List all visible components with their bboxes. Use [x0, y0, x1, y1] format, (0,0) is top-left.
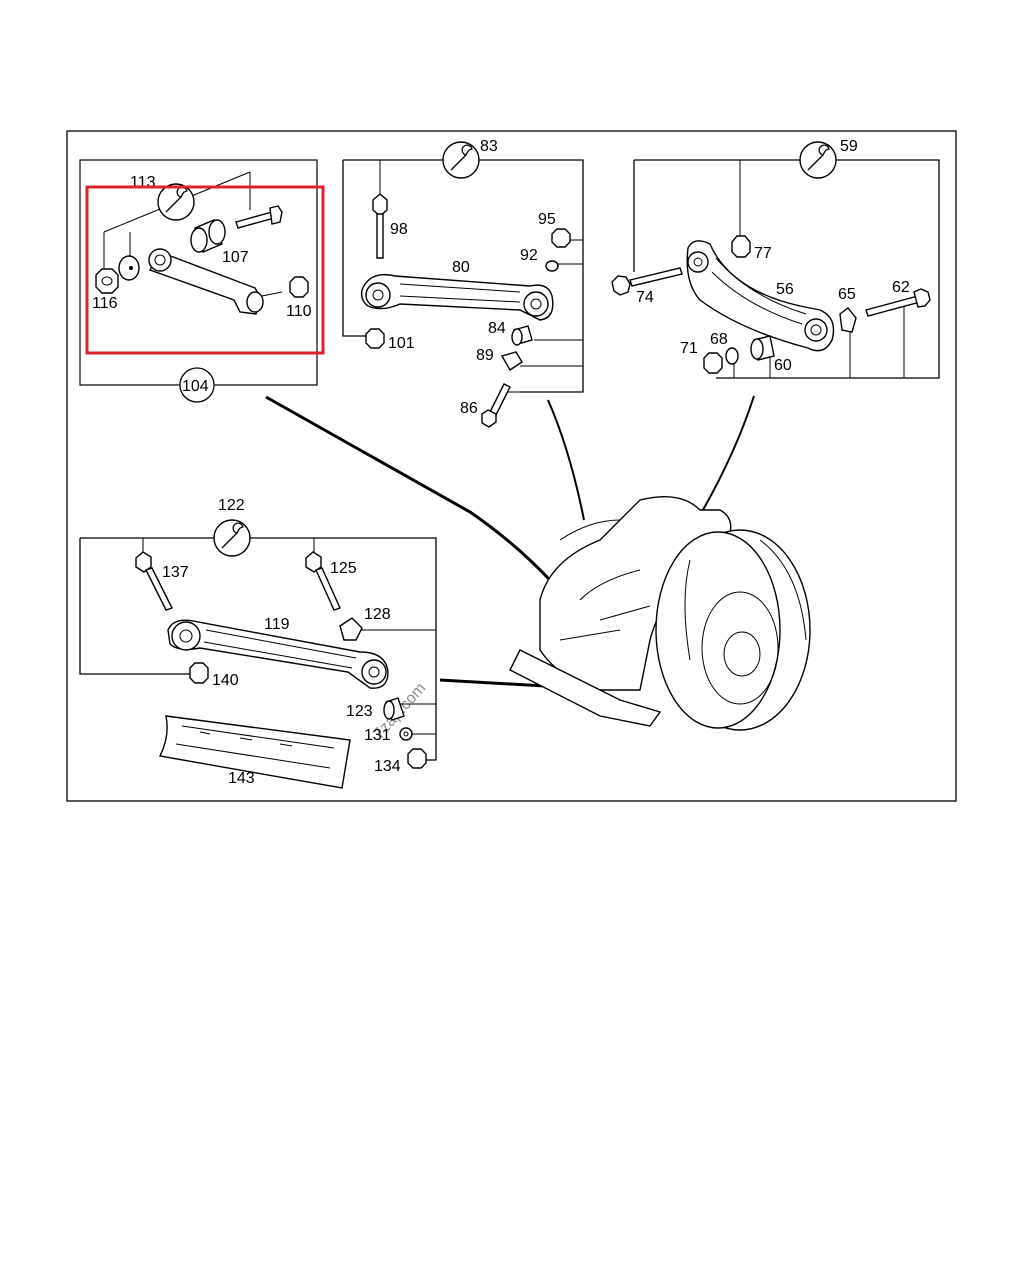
part-89-cam[interactable]	[500, 351, 523, 371]
part-86-bolt[interactable]	[481, 383, 511, 428]
part-107-bushing[interactable]	[190, 219, 226, 253]
part-washer[interactable]	[118, 255, 140, 281]
part-92-washer[interactable]	[545, 260, 559, 272]
part-128-cam[interactable]	[339, 617, 363, 641]
label-128: 128	[364, 606, 391, 623]
label-92: 92	[520, 247, 538, 264]
group-122[interactable]: 122 137 125 128 119 1	[79, 497, 437, 789]
label-62: 62	[892, 279, 910, 296]
label-140: 140	[212, 672, 239, 689]
wrench-icon	[799, 141, 837, 179]
part-80-arm[interactable]	[360, 273, 554, 321]
label-86: 86	[460, 400, 478, 417]
group-59[interactable]: 59 77 74 56 65 62	[611, 138, 940, 379]
part-60-bushing[interactable]	[750, 335, 775, 361]
part-68-washer[interactable]	[725, 347, 739, 365]
part-74-bolt[interactable]	[611, 267, 683, 296]
part-137-bolt[interactable]	[135, 551, 173, 611]
part-arm-104[interactable]	[148, 248, 283, 315]
group-104[interactable]: 113 107 116 110 104	[79, 159, 318, 403]
label-119: 119	[264, 616, 290, 633]
label-74: 74	[636, 289, 654, 306]
label-137: 137	[162, 564, 189, 581]
part-56-arm[interactable]	[686, 240, 835, 352]
part-110-nut[interactable]	[289, 276, 309, 298]
label-110: 110	[286, 303, 312, 320]
label-68: 68	[710, 331, 728, 348]
part-116-nut[interactable]	[95, 268, 119, 294]
wrench-icon	[157, 183, 195, 221]
part-123-bushing[interactable]	[383, 697, 405, 721]
part-101-nut[interactable]	[365, 328, 385, 349]
label-125: 125	[330, 560, 357, 577]
part-bolt-104[interactable]	[235, 205, 283, 229]
wrench-icon	[213, 519, 251, 557]
label-101: 101	[388, 335, 415, 352]
label-83: 83	[480, 138, 498, 155]
part-125-bolt[interactable]	[305, 551, 341, 611]
axle-assembly	[265, 395, 811, 731]
part-71-nut[interactable]	[703, 352, 723, 374]
label-84: 84	[488, 320, 506, 337]
part-84-bushing[interactable]	[511, 325, 533, 346]
label-98: 98	[390, 221, 408, 238]
label-56: 56	[776, 281, 794, 298]
label-134: 134	[374, 758, 401, 775]
part-95-nut[interactable]	[551, 228, 571, 248]
label-123: 123	[346, 703, 373, 720]
label-122: 122	[218, 497, 245, 514]
label-131: 131	[364, 727, 391, 744]
label-143: 143	[228, 770, 255, 787]
label-116: 116	[92, 295, 118, 312]
part-77-nut[interactable]	[731, 235, 751, 258]
label-89: 89	[476, 347, 494, 364]
label-65: 65	[838, 286, 856, 303]
part-131-washer[interactable]	[399, 727, 413, 741]
label-59: 59	[840, 138, 858, 155]
group-83[interactable]: 83 98 95 92 80 101	[342, 138, 584, 428]
part-140-nut[interactable]	[189, 662, 209, 684]
part-143-cover[interactable]	[158, 715, 351, 789]
part-134-nut[interactable]	[407, 748, 427, 769]
label-71: 71	[680, 340, 698, 357]
part-62-bolt[interactable]	[865, 288, 931, 317]
diagram-frame	[66, 130, 957, 802]
callout-104	[179, 367, 215, 403]
label-77: 77	[754, 245, 772, 262]
part-98-bolt[interactable]	[372, 193, 388, 259]
label-95: 95	[538, 211, 556, 228]
highlight-box	[85, 185, 325, 355]
label-80: 80	[452, 259, 470, 276]
wrench-icon	[442, 141, 480, 179]
label-107: 107	[222, 249, 249, 266]
label-60: 60	[774, 357, 792, 374]
part-119-arm[interactable]	[167, 619, 389, 689]
part-65-washer[interactable]	[839, 307, 857, 333]
label-104: 104	[182, 378, 209, 395]
